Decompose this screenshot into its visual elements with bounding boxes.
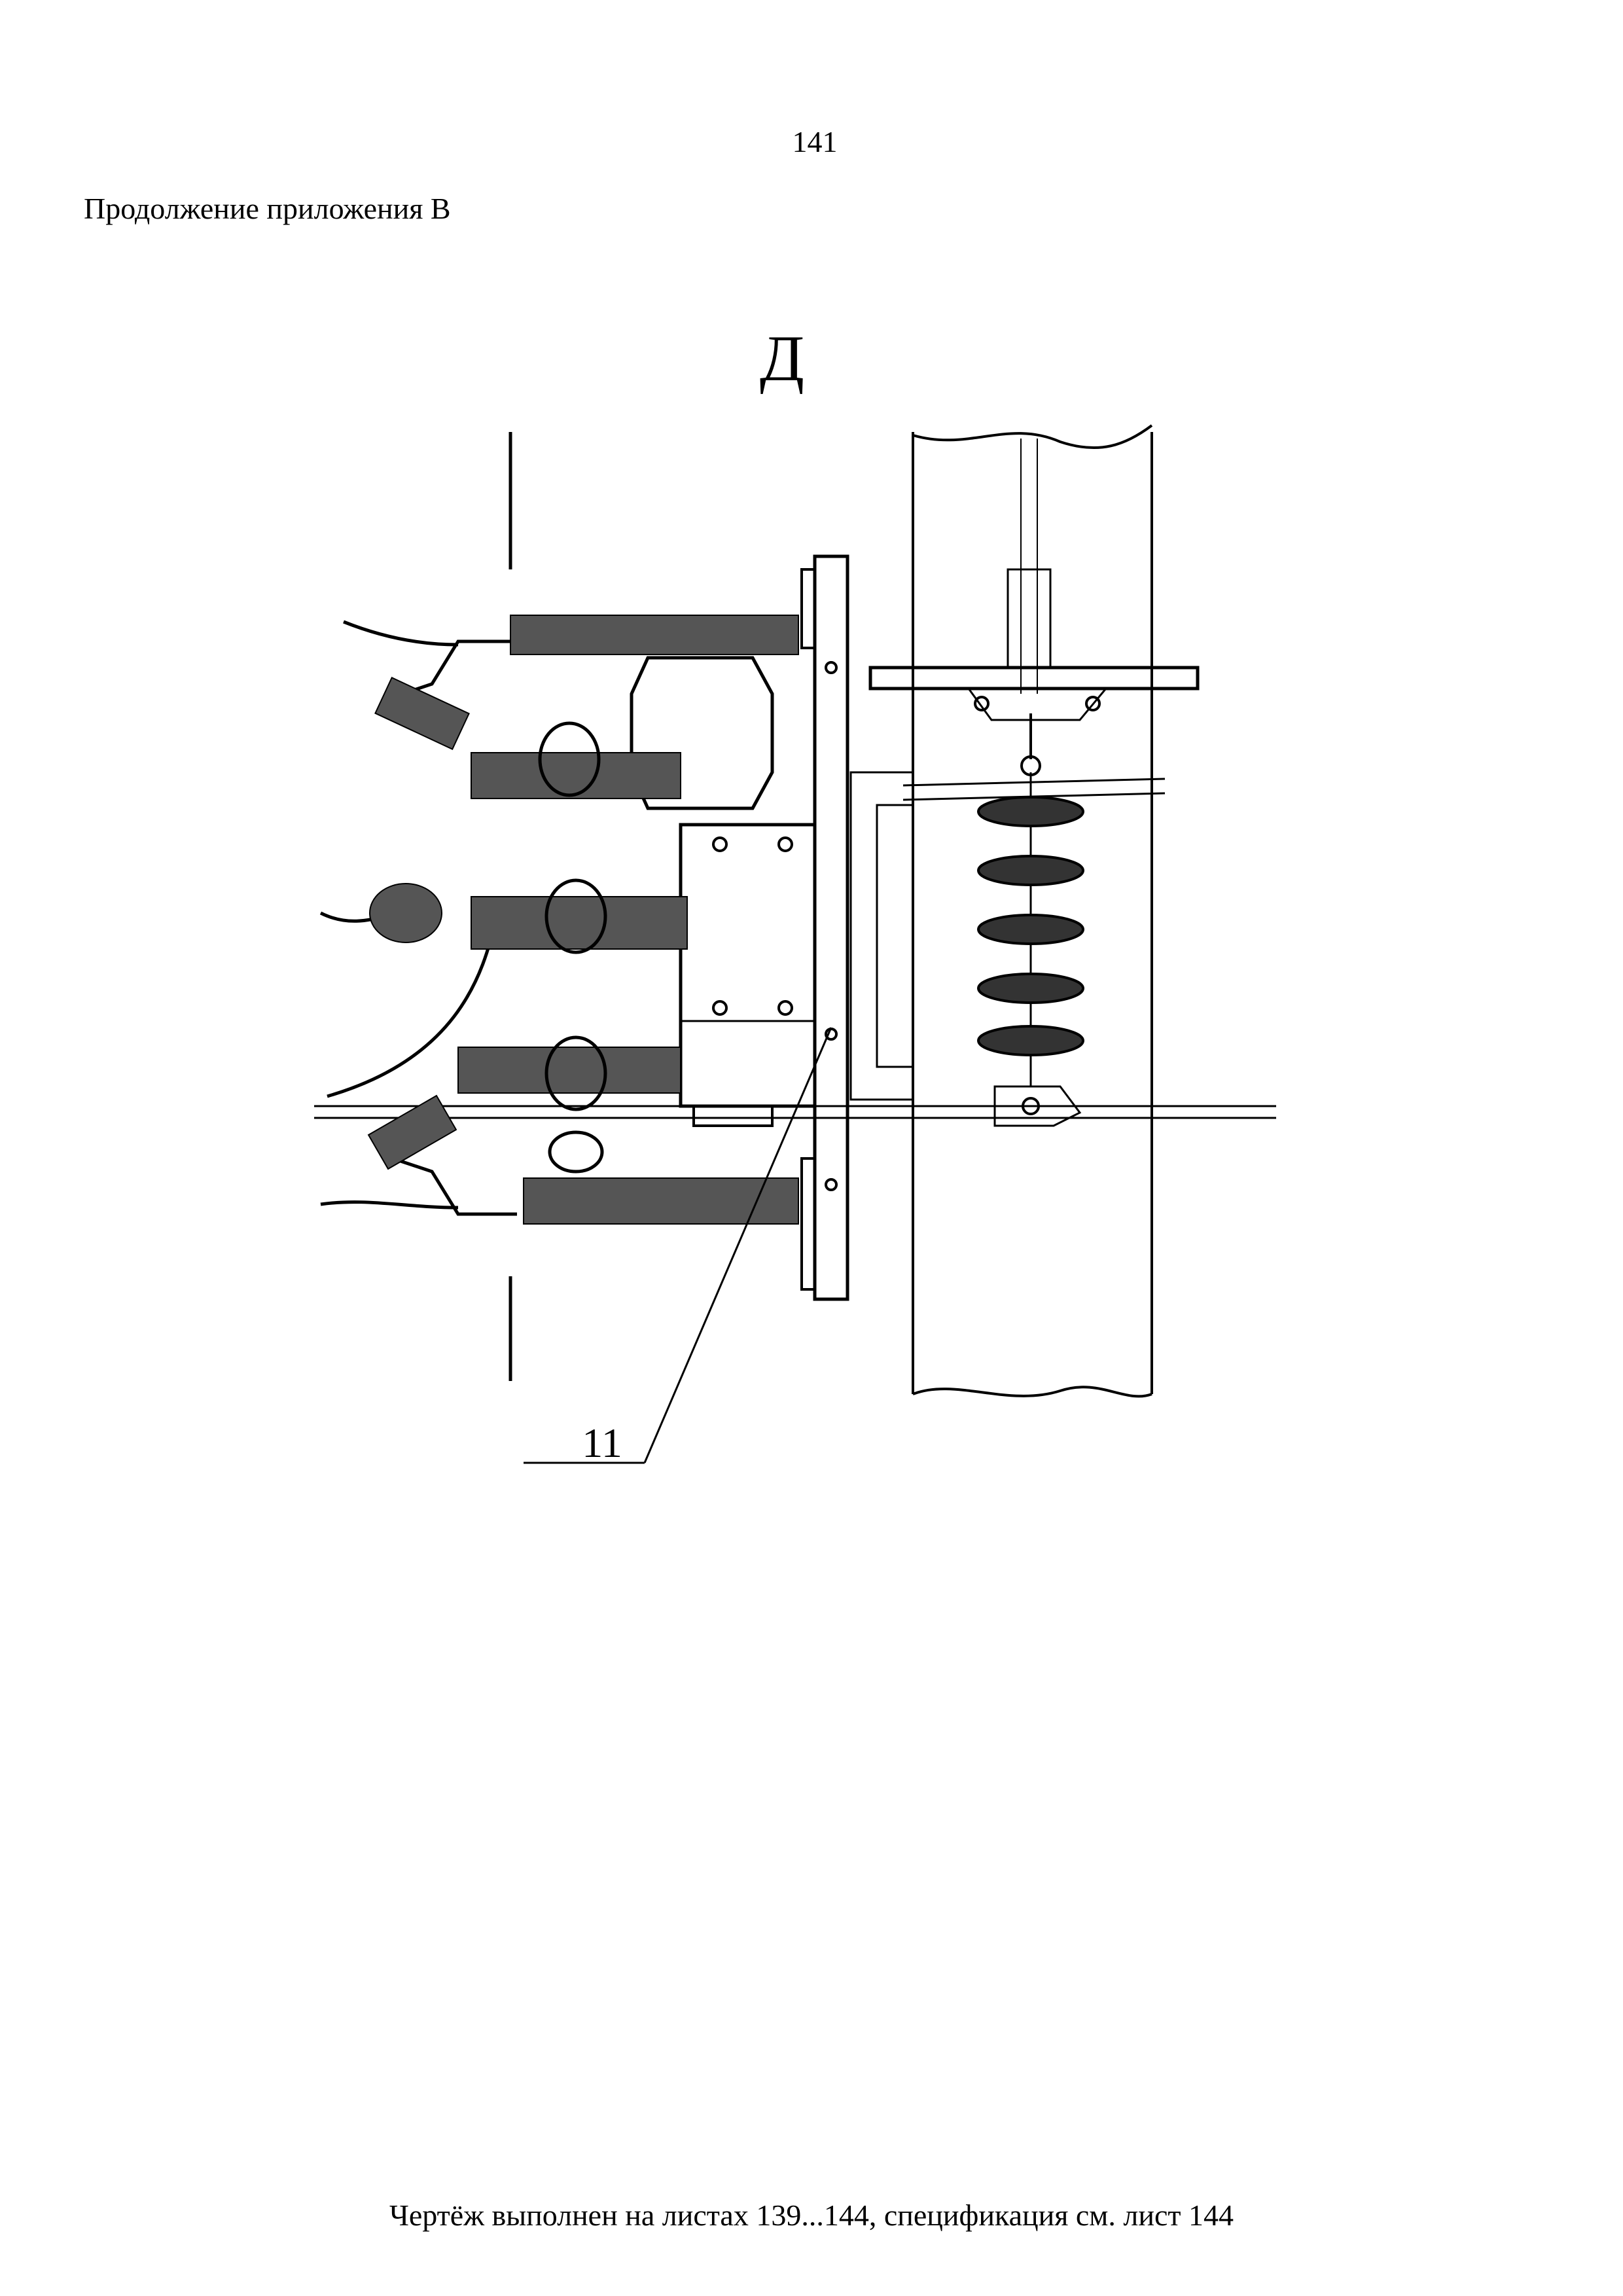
pole-clamp bbox=[868, 568, 1200, 776]
insulator-string bbox=[977, 772, 1084, 1086]
polymer-insulators bbox=[367, 615, 799, 1225]
page-number: 141 bbox=[792, 125, 838, 158]
switch-housing bbox=[630, 656, 817, 1127]
view-label: Д bbox=[759, 322, 805, 395]
footer-note: Чертёж выполнен на листах 139...144, спе… bbox=[389, 2198, 1234, 2232]
callout-leader bbox=[524, 1027, 832, 1464]
callout-number: 11 bbox=[582, 1420, 622, 1466]
appendix-heading: Продолжение приложения В bbox=[84, 192, 451, 225]
pole bbox=[912, 424, 1153, 1398]
